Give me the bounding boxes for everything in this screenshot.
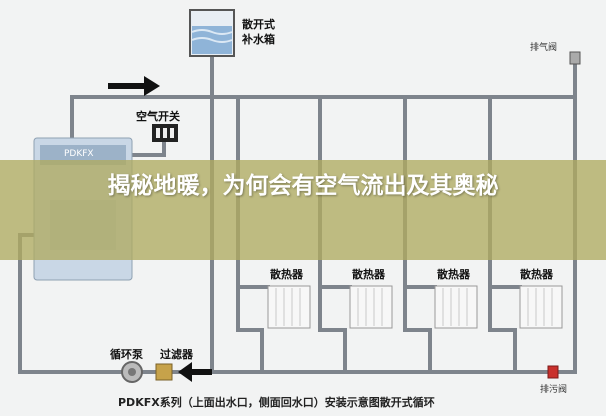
radiator-4 xyxy=(519,285,563,329)
expansion-tank xyxy=(189,9,235,57)
radiator-3 xyxy=(434,285,478,329)
drain-valve-label: 排污阀 xyxy=(540,385,568,395)
title-banner xyxy=(0,160,606,260)
radiator-label-4: 散热器 xyxy=(520,268,553,281)
flow-arrow-supply xyxy=(108,76,160,96)
flow-arrow-return xyxy=(178,362,212,382)
tank-label-line1: 散开式 xyxy=(242,18,275,31)
pump-label: 循环泵 xyxy=(110,348,143,361)
drain-valve xyxy=(547,365,559,379)
circulation-pump xyxy=(121,361,143,383)
filter-label: 过滤器 xyxy=(160,348,193,361)
diagram-caption: PDKFX系列（上面出水口，侧面回水口）安装示意图散开式循环 xyxy=(118,396,435,409)
radiator-label-1: 散热器 xyxy=(270,268,303,281)
air-switch-label: 空气开关 xyxy=(136,110,180,123)
air-vent-label: 排气阀 xyxy=(530,43,558,53)
radiator-label-3: 散热器 xyxy=(437,268,470,281)
radiator-label-2: 散热器 xyxy=(352,268,385,281)
air-switch-box xyxy=(152,124,178,142)
tank-label-line2: 补水箱 xyxy=(242,33,275,46)
air-vent-valve-top xyxy=(569,51,581,65)
filter xyxy=(155,363,173,381)
radiator-1 xyxy=(267,285,311,329)
radiator-2 xyxy=(349,285,393,329)
page-title: 揭秘地暖，为何会有空气流出及其奥秘 xyxy=(107,173,499,199)
boiler-brand-label: PDKFX xyxy=(64,149,94,159)
